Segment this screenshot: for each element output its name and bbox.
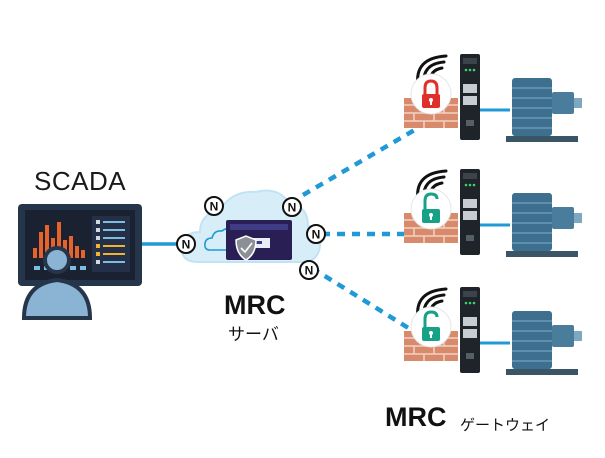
mrc-server-title: MRC — [224, 290, 286, 320]
svg-text:N: N — [312, 228, 321, 242]
cloud-nodes: N N N N N — [176, 196, 326, 280]
gateway-row — [404, 287, 582, 375]
scada-monitor-icon — [18, 204, 142, 286]
shield-icon — [235, 235, 257, 261]
node-n-2: N — [282, 197, 302, 217]
gateway-device-icon — [460, 169, 480, 255]
node-n-4: N — [306, 224, 326, 244]
motor-icon — [506, 193, 582, 257]
motor-icon — [506, 311, 582, 375]
padlock-icon — [410, 188, 452, 230]
dashed-links — [301, 126, 420, 336]
gateway-device-icon — [460, 287, 480, 373]
padlock-icon — [410, 73, 452, 115]
gateway-rows — [404, 54, 582, 375]
node-n-1: N — [204, 196, 224, 216]
node-n-5: N — [299, 260, 319, 280]
link-top — [301, 126, 420, 197]
mrc-server-subtitle: サーバ — [228, 325, 279, 345]
gateway-row — [404, 169, 582, 257]
svg-text:N: N — [305, 264, 314, 278]
svg-text:N: N — [288, 201, 297, 215]
operator-person-icon — [21, 246, 93, 320]
gateway-device-icon — [460, 54, 480, 140]
motor-icon — [506, 78, 582, 142]
padlock-icon — [410, 306, 452, 348]
scada-label: SCADA — [34, 166, 127, 196]
mrc-gateway-title: MRC — [385, 402, 447, 432]
svg-text:N: N — [210, 200, 219, 214]
svg-text:N: N — [182, 238, 191, 252]
gateway-row — [404, 54, 582, 142]
node-n-3: N — [176, 234, 196, 254]
mrc-gateway-subtitle: ゲートウェイ — [460, 416, 551, 434]
link-bottom — [310, 266, 420, 336]
